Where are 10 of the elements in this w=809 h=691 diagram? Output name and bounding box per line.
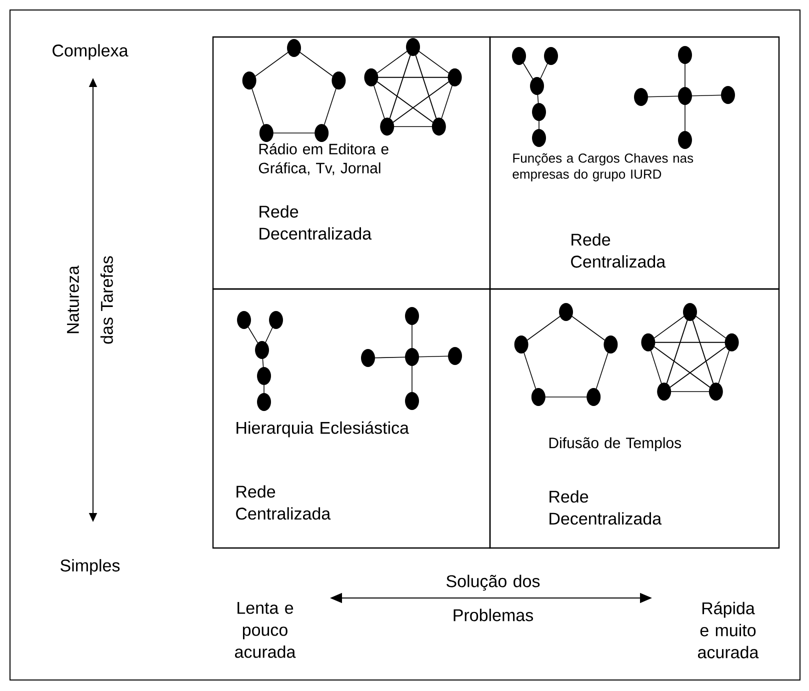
- quadrant-box: Funções a Cargos Chaves nas empresas do grupo IURD Rede Centralizada: [489, 36, 780, 290]
- quadrant-box: Rádio em Editora e Gráfica, Tv, Jornal Rede Decentralizada: [212, 36, 491, 290]
- quadrant-box: Difusão de Templos Rede Decentralizada: [489, 288, 780, 549]
- quadrant-box: Hierarquia Eclesiástica Rede Centralizada: [212, 288, 491, 549]
- axis-label: Complexa: [52, 44, 128, 60]
- axis-label: Solução dos Problemas: [446, 574, 540, 622]
- axis-label: Simples: [60, 559, 120, 575]
- axis-label: Natureza das Tarefas: [67, 256, 113, 344]
- axis-label: Rápida e muito acurada: [698, 602, 759, 658]
- axis-label: Lenta e pouco acurada: [235, 602, 296, 658]
